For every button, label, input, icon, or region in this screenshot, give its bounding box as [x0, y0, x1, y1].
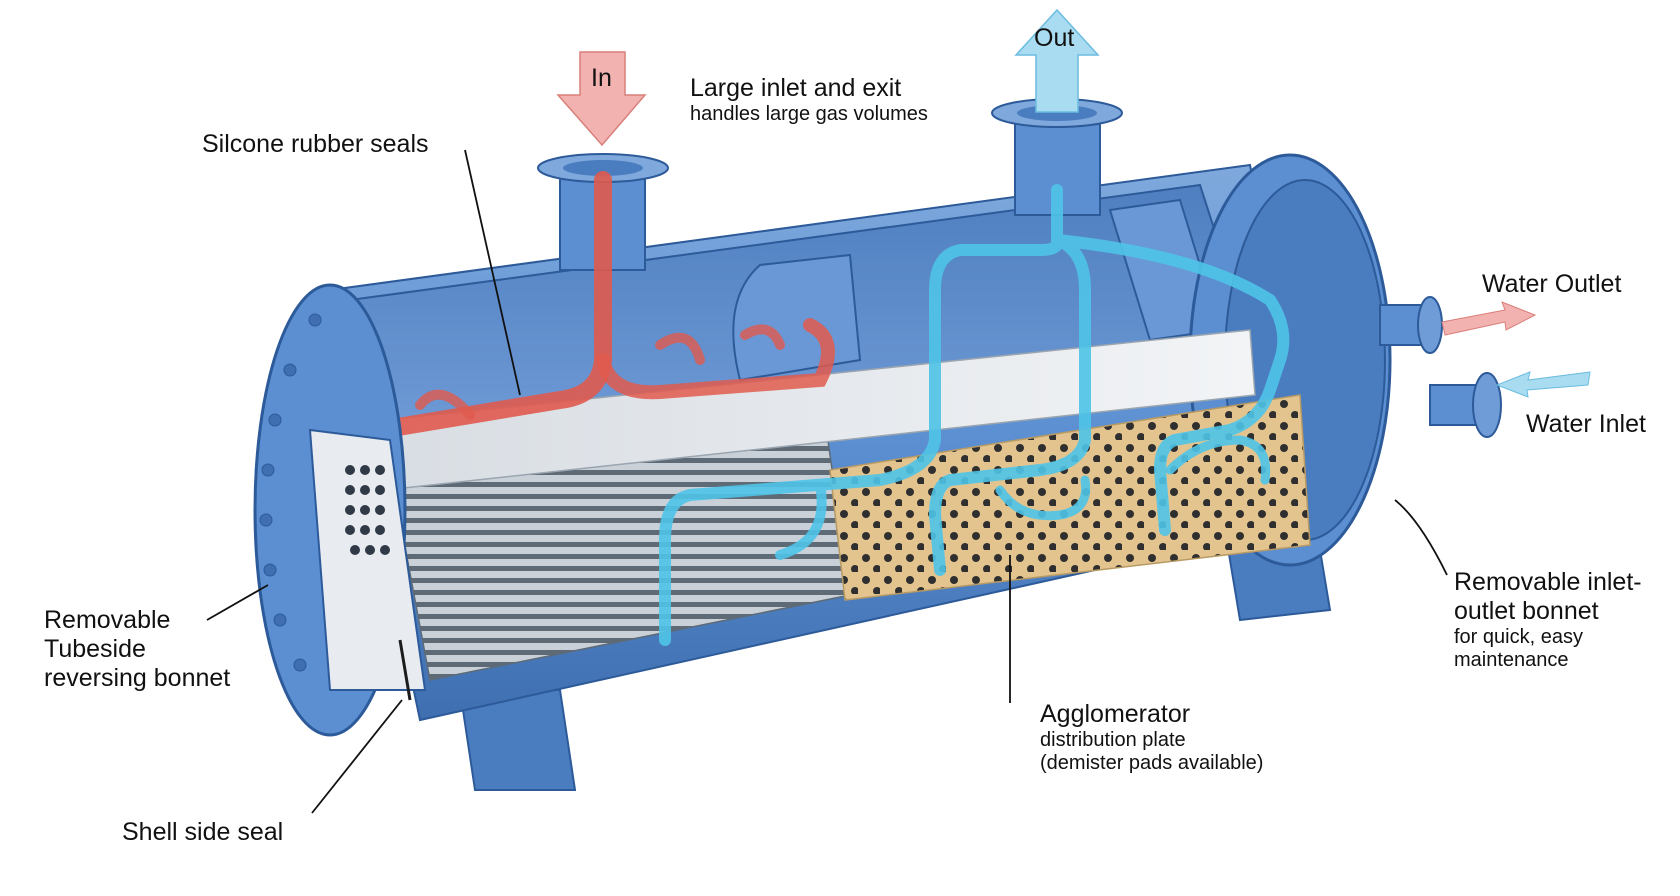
water-outlet-arrow	[1441, 301, 1537, 336]
agglomerator-sub-1: distribution plate	[1040, 728, 1186, 751]
tubeside-bonnet-line-3: reversing bonnet	[44, 663, 231, 692]
out-label: Out	[1034, 24, 1075, 52]
in-label: In	[591, 64, 612, 92]
inlet-outlet-bonnet-sub-1: for quick, easy	[1454, 625, 1583, 648]
agglomerator-title: Agglomerator	[1040, 700, 1191, 728]
leader-lines	[206, 149, 1448, 814]
silicone-seals-label: Silcone rubber seals	[202, 130, 429, 158]
tubeside-bonnet-line-2: Tubeside	[44, 634, 146, 663]
large-inlet-sub: handles large gas volumes	[690, 102, 928, 125]
inlet-outlet-bonnet-title-1: Removable inlet-	[1454, 568, 1642, 596]
in-arrow	[556, 51, 647, 147]
inlet-outlet-bonnet-title-2: outlet bonnet	[1454, 596, 1599, 625]
water-outlet-label: Water Outlet	[1482, 270, 1622, 298]
shell-seal-label: Shell side seal	[122, 818, 284, 846]
hot-gas-flow	[371, 171, 835, 439]
inlet-outlet-bonnet-sub-2: maintenance	[1454, 648, 1569, 671]
large-inlet-title: Large inlet and exit	[690, 74, 902, 102]
inlet-outlet-bonnet-callout: Removable inlet- outlet bonnet for quick…	[1454, 568, 1642, 672]
water-nozzles	[1379, 296, 1502, 438]
agglomerator-plate	[829, 394, 1311, 601]
tubeside-bonnet-callout: Removable Tubeside reversing bonnet	[44, 606, 230, 692]
tubeside-reversing-bonnet	[253, 283, 427, 737]
cool-gas-flow	[659, 184, 1290, 646]
large-inlet-callout: Large inlet and exit handles large gas v…	[690, 74, 928, 126]
agglomerator-sub-2: (demister pads available)	[1040, 751, 1264, 774]
tubeside-bonnet-line-1: Removable	[44, 606, 171, 634]
water-inlet-arrow	[1495, 371, 1591, 398]
water-inlet-label: Water Inlet	[1526, 410, 1646, 438]
out-arrow	[1014, 8, 1100, 113]
agglomerator-callout: Agglomerator distribution plate (demiste…	[1040, 700, 1263, 775]
